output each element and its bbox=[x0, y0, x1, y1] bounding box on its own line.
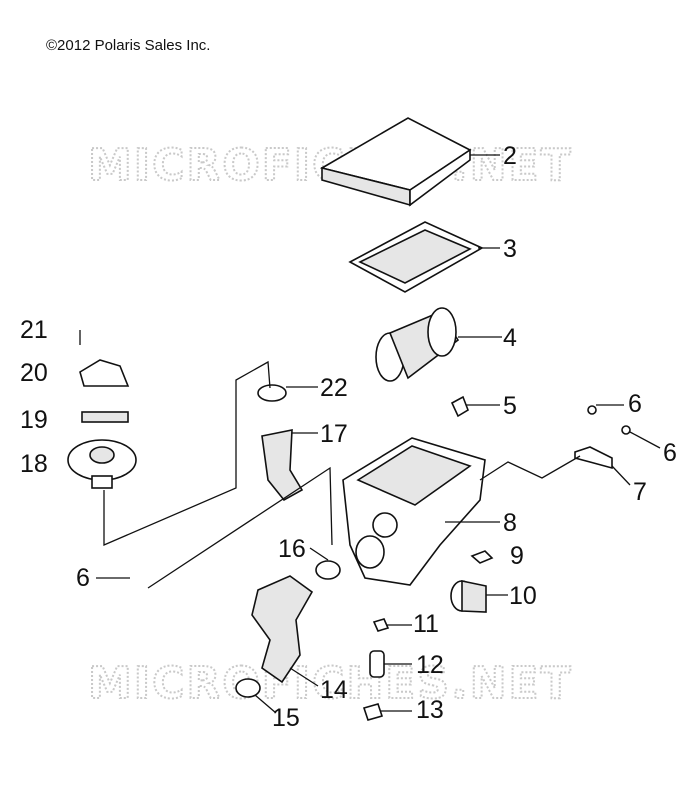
callout-8: 8 bbox=[503, 509, 517, 537]
callout-5: 5 bbox=[503, 392, 517, 420]
callout-3: 3 bbox=[503, 235, 517, 263]
part-22-clamp[interactable] bbox=[257, 384, 287, 402]
part-18-base[interactable] bbox=[67, 439, 137, 489]
callout-7: 7 bbox=[633, 478, 647, 506]
leader-16 bbox=[309, 547, 329, 561]
part-2-airbox-cover[interactable] bbox=[319, 117, 472, 207]
part-3-filter-element[interactable] bbox=[348, 221, 484, 293]
leader-6b bbox=[629, 431, 661, 449]
leader-15 bbox=[254, 694, 277, 714]
callout-9: 9 bbox=[510, 542, 524, 570]
part-13-plug[interactable] bbox=[362, 703, 384, 721]
callout-15: 15 bbox=[272, 704, 300, 732]
callout-10: 10 bbox=[509, 582, 537, 610]
part-4-pre-filter[interactable] bbox=[375, 307, 460, 382]
leader-routing-right bbox=[479, 455, 581, 481]
part-16-clamp[interactable] bbox=[315, 560, 341, 580]
callout-20: 20 bbox=[20, 359, 48, 387]
callout-6-left: 6 bbox=[76, 564, 90, 592]
part-11-grommet[interactable] bbox=[372, 618, 390, 632]
callout-18: 18 bbox=[20, 450, 48, 478]
leader-14 bbox=[289, 667, 319, 687]
leader-routing-left bbox=[103, 360, 271, 546]
callout-13: 13 bbox=[416, 696, 444, 724]
part-17-elbow[interactable] bbox=[261, 429, 304, 502]
leader-routing-mid bbox=[147, 466, 333, 589]
callout-21: 21 bbox=[20, 316, 48, 344]
callout-2: 2 bbox=[503, 142, 517, 170]
part-19-spring[interactable] bbox=[81, 411, 129, 423]
part-9-pad[interactable] bbox=[470, 550, 494, 564]
callout-17: 17 bbox=[320, 420, 348, 448]
callout-16: 16 bbox=[278, 535, 306, 563]
part-12-tube[interactable] bbox=[369, 650, 385, 678]
part-8-airbox[interactable] bbox=[342, 437, 486, 586]
watermark-bottom: MICROFICHES.NET bbox=[88, 658, 573, 709]
leader-7 bbox=[611, 465, 631, 486]
callout-22: 22 bbox=[320, 374, 348, 402]
part-5-clip[interactable] bbox=[450, 395, 469, 418]
part-10-coupler[interactable] bbox=[450, 580, 487, 613]
callout-4: 4 bbox=[503, 324, 517, 352]
callout-19: 19 bbox=[20, 406, 48, 434]
callout-12: 12 bbox=[416, 651, 444, 679]
part-15-clamp[interactable] bbox=[235, 678, 261, 698]
part-20-cap[interactable] bbox=[79, 359, 130, 387]
callout-11: 11 bbox=[413, 610, 439, 638]
part-7-bracket[interactable] bbox=[574, 405, 631, 470]
callout-6-top: 6 bbox=[628, 390, 642, 418]
callout-6-right: 6 bbox=[663, 439, 677, 467]
copyright-notice: ©2012 Polaris Sales Inc. bbox=[46, 37, 211, 54]
callout-14: 14 bbox=[320, 676, 348, 704]
